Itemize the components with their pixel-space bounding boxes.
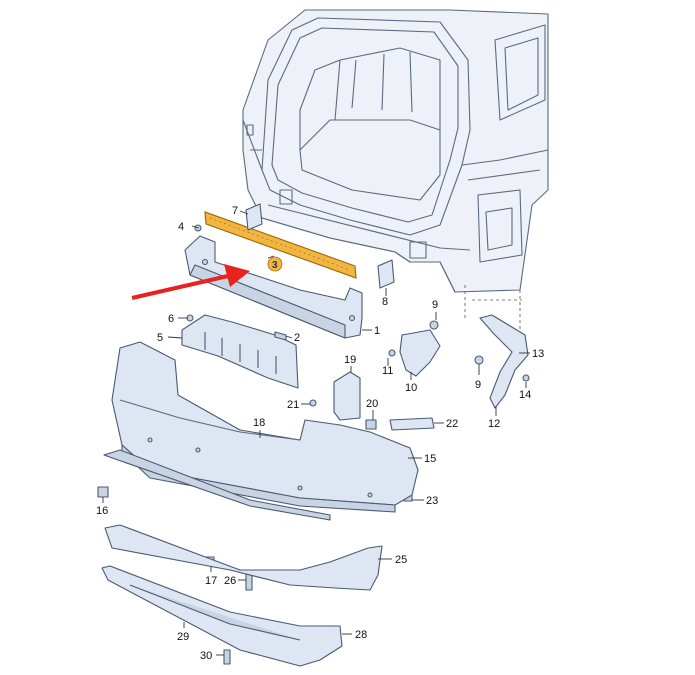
vehicle-rear-body	[242, 9, 549, 330]
callout-7: 7	[232, 205, 238, 217]
callout-2: 2	[294, 332, 300, 344]
callout-9b: 9	[475, 379, 481, 391]
callout-6: 6	[168, 313, 174, 325]
callout-28: 28	[355, 629, 367, 641]
part-12-side-bracket[interactable]	[479, 314, 529, 409]
callout-labels: 1 2 3 4 5 6 7 8 9 10 11 12 13 14 15 16 1…	[96, 205, 544, 662]
callout-21: 21	[287, 399, 299, 411]
callout-3-badge	[267, 256, 283, 272]
callout-1: 1	[374, 325, 380, 337]
callout-25: 25	[395, 554, 407, 566]
callout-15: 15	[424, 453, 436, 465]
part-28-diffuser[interactable]	[101, 565, 343, 667]
part-19-bracket[interactable]	[333, 371, 361, 421]
callout-3: 3	[272, 260, 278, 271]
callout-20: 20	[366, 398, 378, 410]
part-10-guide-bracket[interactable]	[399, 329, 441, 377]
callout-12: 12	[488, 418, 500, 430]
part-25-lower-trim[interactable]	[103, 449, 383, 591]
callout-10: 10	[405, 382, 417, 394]
callout-26: 26	[224, 575, 236, 587]
callout-13: 13	[532, 348, 544, 360]
callout-19: 19	[344, 354, 356, 366]
callout-17: 17	[205, 575, 217, 587]
leader-lines	[102, 210, 530, 656]
callout-23: 23	[426, 495, 438, 507]
callout-16: 16	[96, 505, 108, 517]
callout-5: 5	[157, 332, 163, 344]
callout-11: 11	[382, 365, 393, 377]
callout-18: 18	[253, 417, 265, 429]
callout-8: 8	[382, 296, 388, 308]
part-5-absorber[interactable]	[181, 314, 299, 389]
callout-14: 14	[519, 389, 531, 401]
callout-4: 4	[178, 221, 184, 233]
part-1-crossmember[interactable]	[184, 235, 363, 339]
callout-9a: 9	[432, 299, 438, 311]
callout-29: 29	[177, 631, 189, 643]
red-pointer-arrow	[131, 264, 250, 300]
part-3-highlighted-strip[interactable]	[204, 211, 357, 279]
callout-30: 30	[200, 650, 212, 662]
part-22-reflector[interactable]	[389, 417, 435, 431]
callout-22: 22	[446, 418, 458, 430]
